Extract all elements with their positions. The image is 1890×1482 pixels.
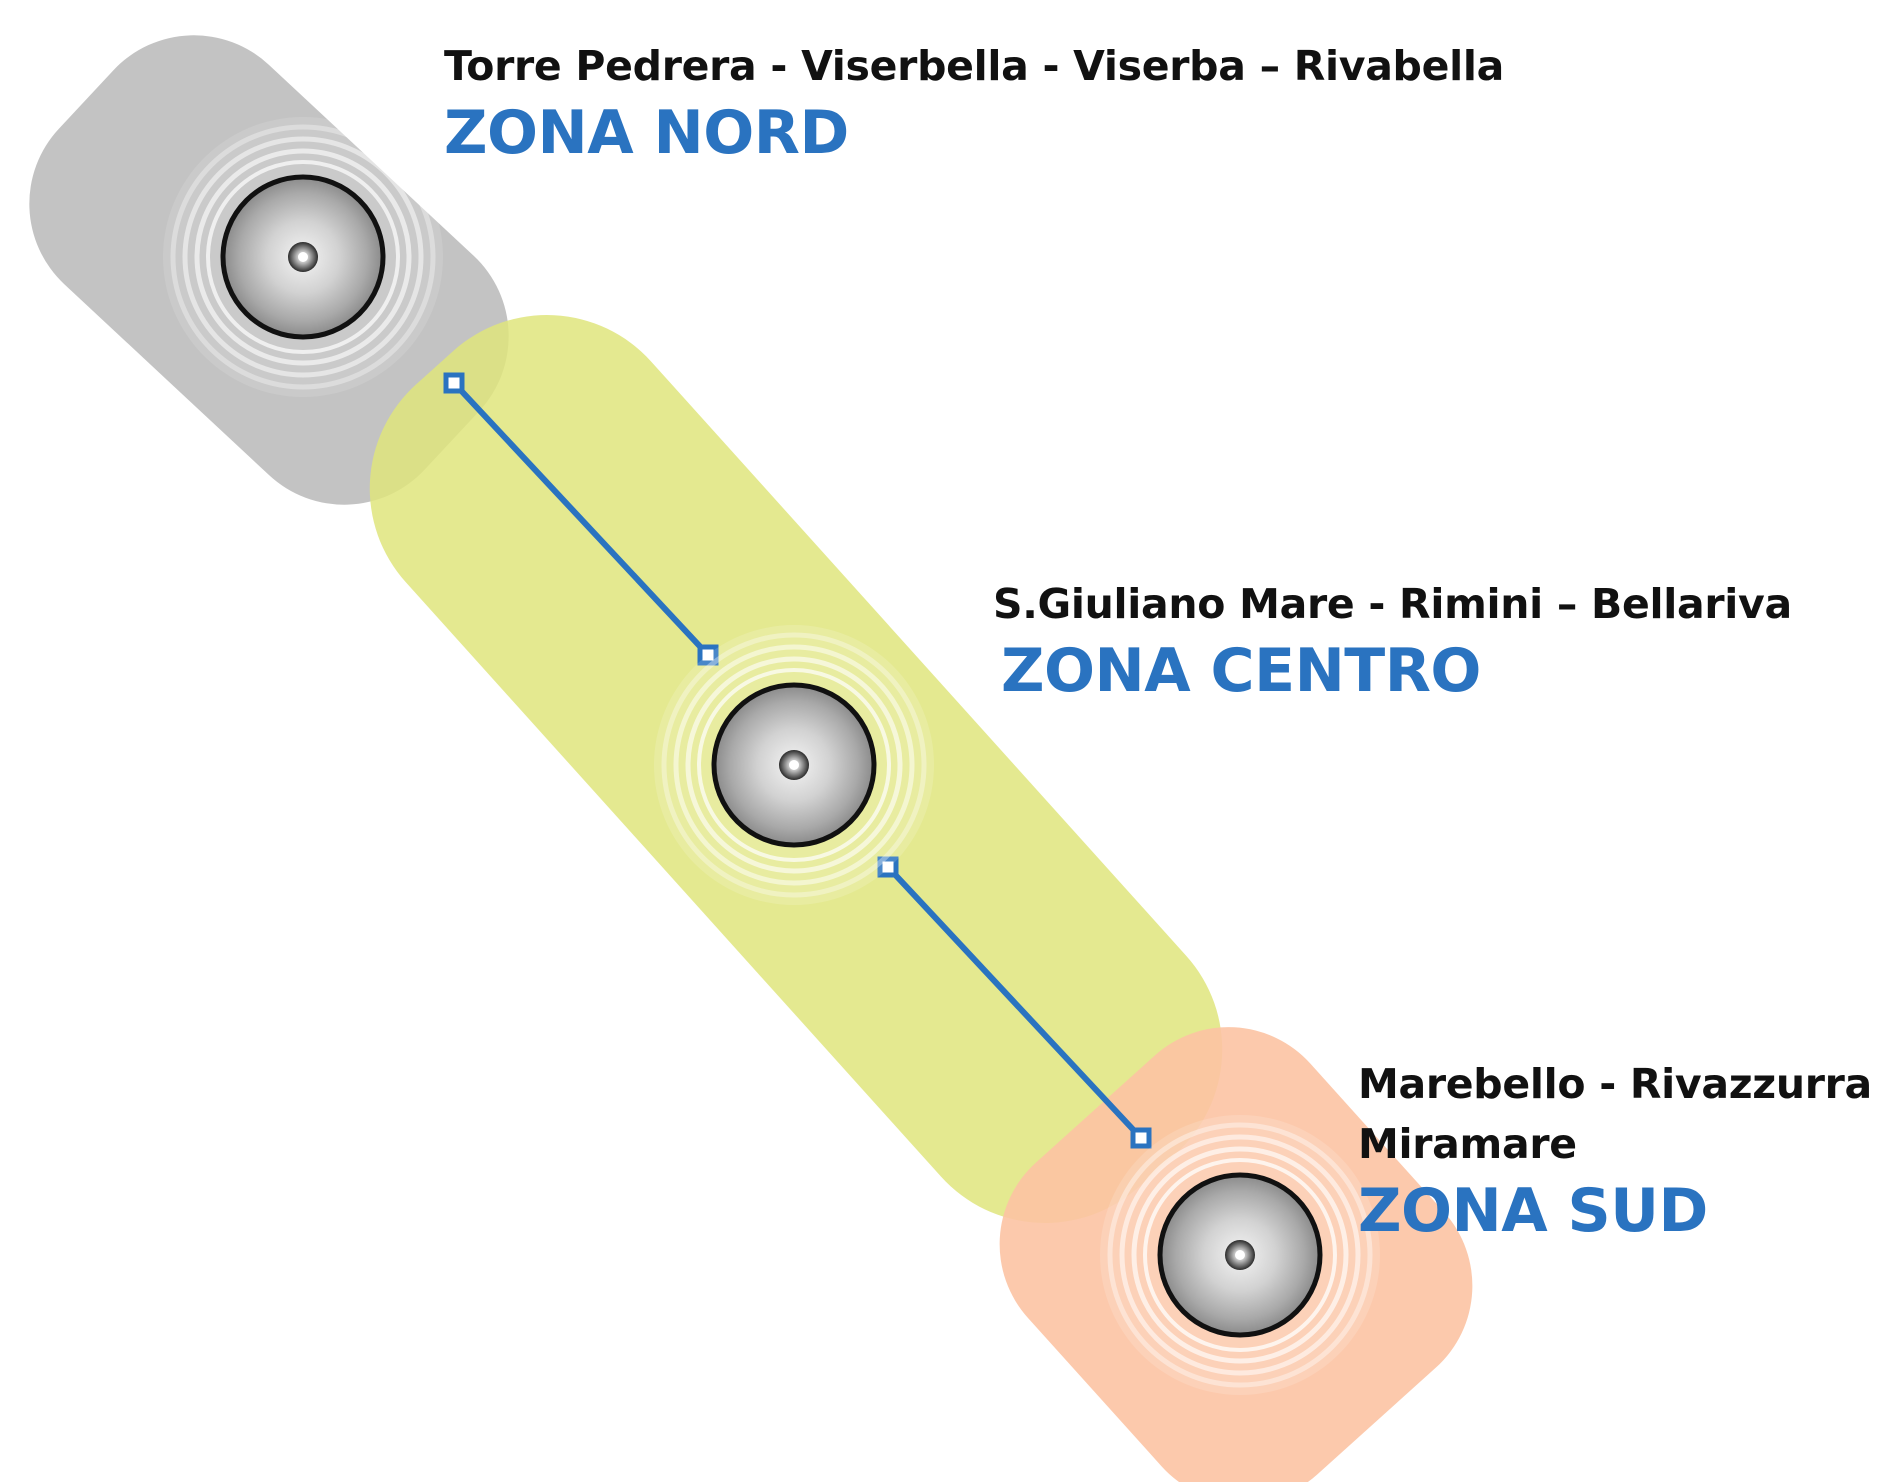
zone-places: S.Giuliano Mare - Rimini – Bellariva <box>993 580 1792 628</box>
zone-title: ZONA CENTRO <box>1001 636 1481 706</box>
zone-places: Torre Pedrera - Viserbella - Viserba – R… <box>444 42 1504 90</box>
connector-endpoint-icon <box>877 856 899 878</box>
connector-centro-sud <box>877 856 1152 1149</box>
zone-title: ZONA NORD <box>444 98 849 168</box>
zone-title: ZONA SUD <box>1358 1176 1708 1246</box>
lamp-icon <box>1100 1115 1380 1395</box>
connector-endpoint-icon <box>443 372 465 394</box>
zone-places: Miramare <box>1358 1120 1577 1168</box>
lamp-icon <box>163 117 443 397</box>
zone-places: Marebello - Rivazzurra <box>1358 1060 1872 1108</box>
zone-label-centro: S.Giuliano Mare - Rimini – Bellariva ZON… <box>993 574 1792 708</box>
zone-label-sud: Marebello - Rivazzurra Miramare ZONA SUD <box>1358 1054 1872 1248</box>
connector-endpoint-icon <box>1130 1127 1152 1149</box>
connector-nord-centro <box>443 372 719 666</box>
lamp-icon <box>654 625 934 905</box>
zone-label-nord: Torre Pedrera - Viserbella - Viserba – R… <box>444 36 1504 170</box>
connector-endpoint-icon <box>697 644 719 666</box>
